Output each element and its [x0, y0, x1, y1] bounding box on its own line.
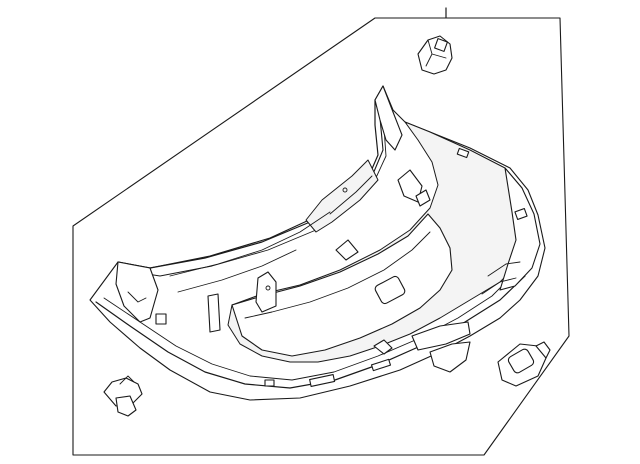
bracket-hole [265, 285, 271, 291]
push-pin-fastener [103, 375, 143, 417]
left-end-detail [127, 291, 147, 303]
side-clip [497, 341, 551, 387]
lower-latch [411, 321, 471, 351]
front-slot-2 [309, 374, 336, 387]
tub-cutout [374, 275, 406, 305]
top-tab [374, 85, 403, 151]
front-lip-inner [103, 271, 517, 381]
trim-panel [89, 85, 546, 401]
mid-bracket-rib [329, 175, 373, 215]
left-rail [169, 211, 331, 277]
center-tub [231, 213, 453, 357]
front-slot-3 [370, 358, 392, 372]
side-clip-lug [535, 341, 551, 359]
tub-inner-edge [244, 231, 431, 319]
lower-hook [429, 341, 471, 373]
right-vent-1 [487, 261, 521, 277]
rear-nub [415, 189, 431, 207]
right-slot [514, 207, 528, 221]
left-bracket [255, 271, 277, 313]
left-post [207, 293, 221, 333]
front-slot-1 [264, 379, 275, 387]
left-rail-2 [177, 249, 297, 293]
upper-clip-face [425, 39, 447, 67]
right-vent-2 [481, 277, 517, 295]
left-clip-slot [155, 313, 167, 325]
pin-shank [115, 395, 137, 417]
mid-bracket-hole [342, 187, 348, 193]
center-tab [335, 239, 359, 261]
rear-slot [456, 147, 470, 159]
right-end [499, 167, 541, 291]
left-end-cap [115, 261, 159, 323]
mid-bracket [305, 159, 379, 233]
upper-clip-tab [434, 38, 448, 52]
front-nub [373, 339, 393, 355]
side-clip-window [507, 348, 535, 374]
upper-clip [417, 35, 453, 75]
pin-rib [119, 375, 135, 385]
